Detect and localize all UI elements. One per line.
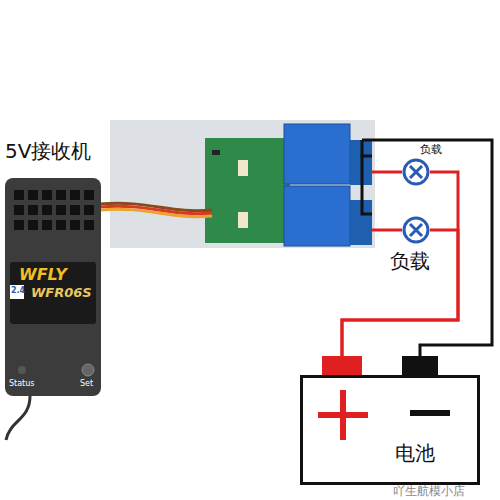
battery: 电池 (300, 375, 480, 485)
red-wire-connector (342, 230, 458, 375)
set-label: Set (80, 380, 93, 389)
red-wire (372, 229, 402, 232)
positive-terminal (322, 356, 362, 376)
load-label: 负载 (390, 250, 430, 272)
receiver-body (5, 178, 101, 396)
band-badge: 2.4 (11, 287, 25, 296)
black-wire (362, 140, 372, 156)
status-led (18, 366, 26, 374)
relay-symbol (284, 186, 350, 246)
red-wire (372, 171, 402, 174)
photo-ground (110, 120, 375, 248)
black-wire (361, 156, 364, 196)
set-button (82, 364, 94, 376)
load-bulb: 负载 (402, 158, 430, 186)
black-wire (362, 196, 372, 214)
connector-part (238, 212, 248, 228)
load-bulb: 负载 (402, 216, 430, 244)
relay-symbol (284, 124, 350, 184)
receiver: 5V接收机 WFLY WFR06S (5, 140, 101, 396)
minus-sign (410, 410, 450, 416)
load-label: 负载 (420, 144, 442, 156)
battery-label: 电池 (395, 442, 435, 464)
antenna (6, 396, 30, 440)
plus-sign (340, 390, 346, 440)
pin-header (14, 190, 94, 230)
receiver-title: 5V接收机 (5, 140, 91, 162)
receiver-sticker (10, 262, 96, 324)
servo-cable (100, 209, 212, 216)
status-label: Status (9, 380, 35, 389)
pcb (205, 138, 290, 243)
bulb-symbol (402, 158, 430, 186)
negative-terminal (402, 356, 438, 376)
brand-name: WFLY (19, 266, 67, 284)
bulb-symbol (402, 216, 430, 244)
connector-part (238, 160, 248, 176)
watermark: 吖生航模小店 (393, 485, 465, 498)
model-name: WFR06S (31, 286, 92, 300)
black-wire (362, 140, 492, 356)
chip (212, 150, 220, 155)
